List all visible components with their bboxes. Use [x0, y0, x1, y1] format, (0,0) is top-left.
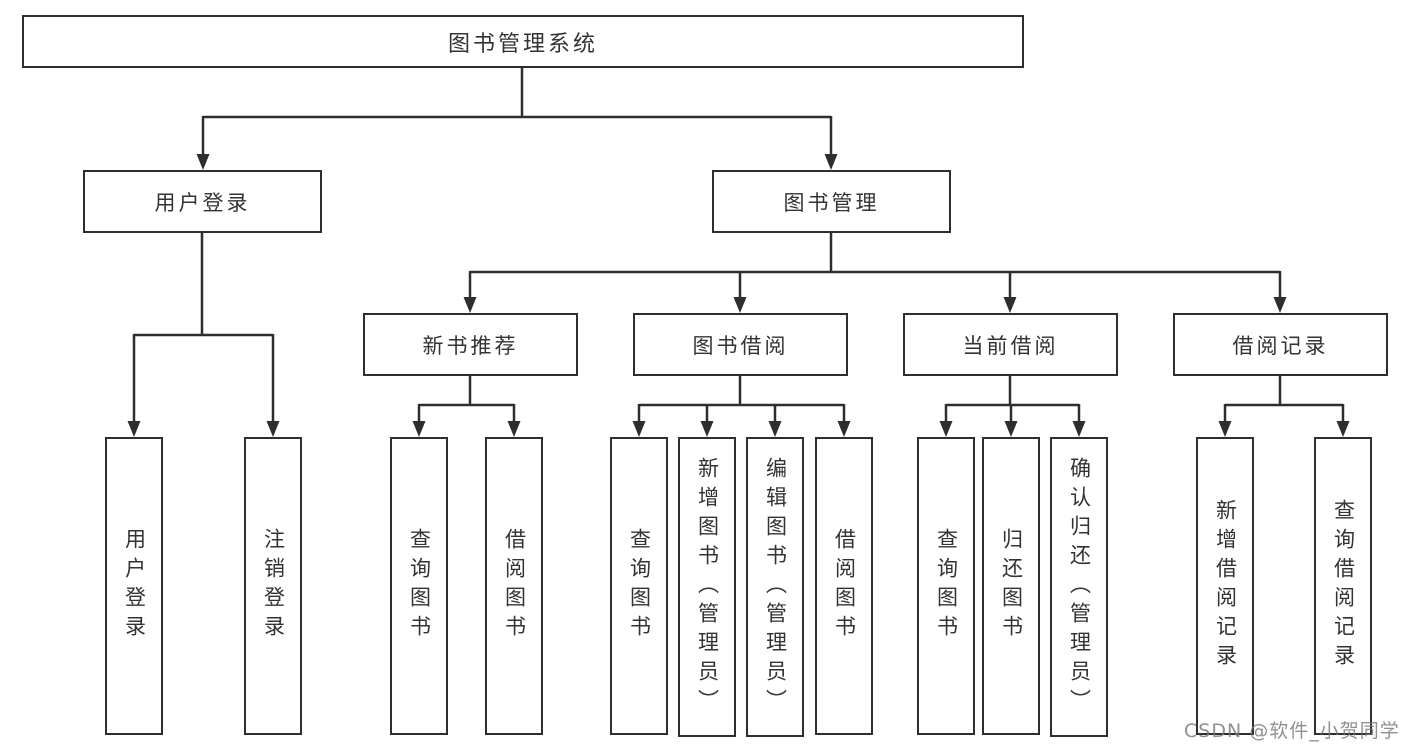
node-book-management-label: 图书管理 [783, 190, 880, 215]
node-current-borrow: 当前借阅 [903, 313, 1118, 376]
leaf-borrow-query-book: 查询图书 [610, 437, 668, 735]
leaf-return-book-label: 归还图书 [999, 528, 1024, 644]
node-book-borrow: 图书借阅 [633, 313, 848, 376]
leaf-edit-book-admin-label: 编辑图书（管理员） [763, 456, 788, 718]
node-user-login: 用户登录 [83, 170, 322, 233]
leaf-query-borrow-record-label: 查询借阅记录 [1331, 499, 1356, 673]
node-root: 图书管理系统 [22, 15, 1024, 68]
leaf-recommend-borrow-book-label: 借阅图书 [502, 528, 527, 644]
leaf-add-book-admin: 新增图书（管理员） [678, 437, 736, 737]
leaf-borrow-query-book-label: 查询图书 [627, 528, 652, 644]
node-user-login-label: 用户登录 [154, 190, 251, 215]
leaf-user-login-label: 用户登录 [122, 528, 147, 644]
node-borrow-records-label: 借阅记录 [1232, 333, 1329, 358]
node-book-borrow-label: 图书借阅 [692, 333, 789, 358]
node-book-management: 图书管理 [712, 170, 951, 233]
leaf-borrow-borrow-book-label: 借阅图书 [832, 528, 857, 644]
leaf-borrow-borrow-book: 借阅图书 [815, 437, 873, 735]
leaf-query-borrow-record: 查询借阅记录 [1314, 437, 1372, 735]
node-current-borrow-label: 当前借阅 [962, 333, 1059, 358]
leaf-current-query-book-label: 查询图书 [934, 528, 959, 644]
node-new-book-recommend: 新书推荐 [363, 313, 578, 376]
leaf-add-borrow-record-label: 新增借阅记录 [1213, 499, 1238, 673]
leaf-confirm-return-admin: 确认归还（管理员） [1050, 437, 1108, 737]
leaf-recommend-query-book: 查询图书 [390, 437, 448, 735]
leaf-add-borrow-record: 新增借阅记录 [1196, 437, 1254, 735]
arrowheads [127, 154, 1350, 437]
leaf-edit-book-admin: 编辑图书（管理员） [746, 437, 804, 737]
node-new-book-recommend-label: 新书推荐 [422, 333, 519, 358]
leaf-return-book: 归还图书 [982, 437, 1040, 735]
leaf-logout-login: 注销登录 [244, 437, 302, 735]
node-borrow-records: 借阅记录 [1173, 313, 1388, 376]
leaf-confirm-return-admin-label: 确认归还（管理员） [1067, 456, 1092, 718]
leaf-recommend-query-book-label: 查询图书 [407, 528, 432, 644]
leaf-logout-login-label: 注销登录 [261, 528, 286, 644]
node-root-label: 图书管理系统 [447, 31, 598, 57]
leaf-add-book-admin-label: 新增图书（管理员） [695, 456, 720, 718]
leaf-current-query-book: 查询图书 [917, 437, 975, 735]
leaf-user-login: 用户登录 [105, 437, 163, 735]
watermark-text: CSDN @软件_小贺同学 [1184, 720, 1400, 742]
leaf-recommend-borrow-book: 借阅图书 [485, 437, 543, 735]
